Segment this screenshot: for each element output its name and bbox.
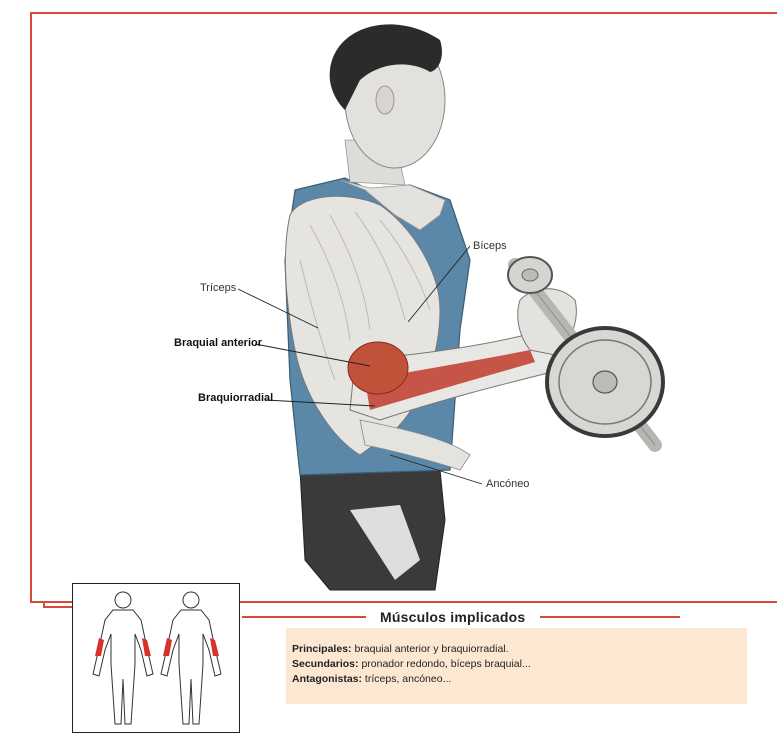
antagonistas-value: tríceps, ancóneo... <box>362 673 452 685</box>
muscles-info-box: Principales: braquial anterior y braquio… <box>286 628 747 704</box>
section-title: Músculos implicados <box>380 609 526 625</box>
secundarios-value: pronador redondo, bíceps braquial... <box>358 658 531 670</box>
frame-left-rule <box>30 12 32 602</box>
frame-bottom-rule <box>30 601 777 603</box>
label-triceps: Tríceps <box>200 282 237 294</box>
section-rule-right <box>540 616 680 618</box>
label-braquial-anterior: Braquial anterior <box>174 337 263 349</box>
label-braquiorradial: Braquiorradial <box>198 392 274 404</box>
antagonistas-label: Antagonistas: <box>292 673 363 685</box>
antagonistas-line: Antagonistas: tríceps, ancóneo... <box>292 672 739 687</box>
secundarios-label: Secundarios: <box>292 658 359 670</box>
principales-line: Principales: braquial anterior y braquio… <box>292 642 739 657</box>
label-anconeo: Ancóneo <box>486 478 530 490</box>
frame-hook <box>43 601 45 607</box>
secundarios-line: Secundarios: pronador redondo, bíceps br… <box>292 657 739 672</box>
body-map-figures <box>92 591 222 725</box>
section-rule-left <box>242 616 366 618</box>
label-biceps: Bíceps <box>473 240 507 252</box>
body-map-thumbnail <box>72 583 240 733</box>
frame-top-rule <box>30 12 777 14</box>
frame-hook-horizontal <box>43 606 73 608</box>
principales-label: Principales: <box>292 643 352 655</box>
principales-value: braquial anterior y braquiorradial. <box>351 643 509 655</box>
